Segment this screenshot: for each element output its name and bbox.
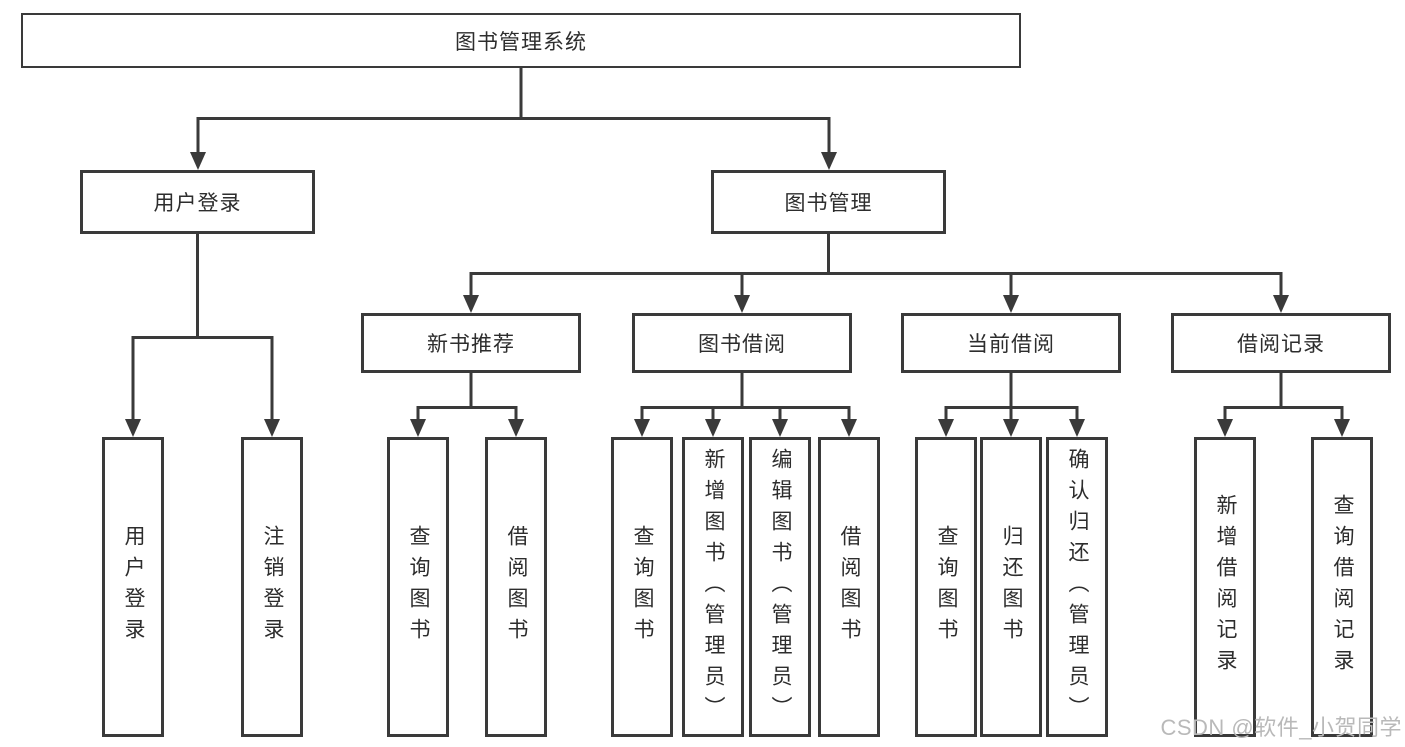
leaf-edit-book-admin: 编辑图书（管理员） (749, 437, 811, 737)
watermark: CSDN @软件_小贺同学 (1160, 715, 1402, 740)
leaf-return-books: 归还图书 (980, 437, 1042, 737)
leaf-query-books-current: 查询图书 (915, 437, 977, 737)
node-book-management: 图书管理 (711, 170, 946, 234)
leaf-add-borrow-record: 新增借阅记录 (1194, 437, 1256, 737)
node-current-borrowing: 当前借阅 (901, 313, 1121, 373)
node-user-login: 用户登录 (80, 170, 315, 234)
node-book-borrowing: 图书借阅 (632, 313, 852, 373)
leaf-user-login: 用户登录 (102, 437, 164, 737)
node-borrowing-records: 借阅记录 (1171, 313, 1391, 373)
leaf-add-book-admin: 新增图书（管理员） (682, 437, 744, 737)
leaf-logout: 注销登录 (241, 437, 303, 737)
leaf-query-books-recommend: 查询图书 (387, 437, 449, 737)
leaf-query-borrow-record: 查询借阅记录 (1311, 437, 1373, 737)
leaf-borrow-books-recommend: 借阅图书 (485, 437, 547, 737)
node-new-book-recommend: 新书推荐 (361, 313, 581, 373)
node-library-system: 图书管理系统 (21, 13, 1021, 68)
leaf-query-books-borrow: 查询图书 (611, 437, 673, 737)
leaf-borrow-books: 借阅图书 (818, 437, 880, 737)
leaf-confirm-return-admin: 确认归还（管理员） (1046, 437, 1108, 737)
